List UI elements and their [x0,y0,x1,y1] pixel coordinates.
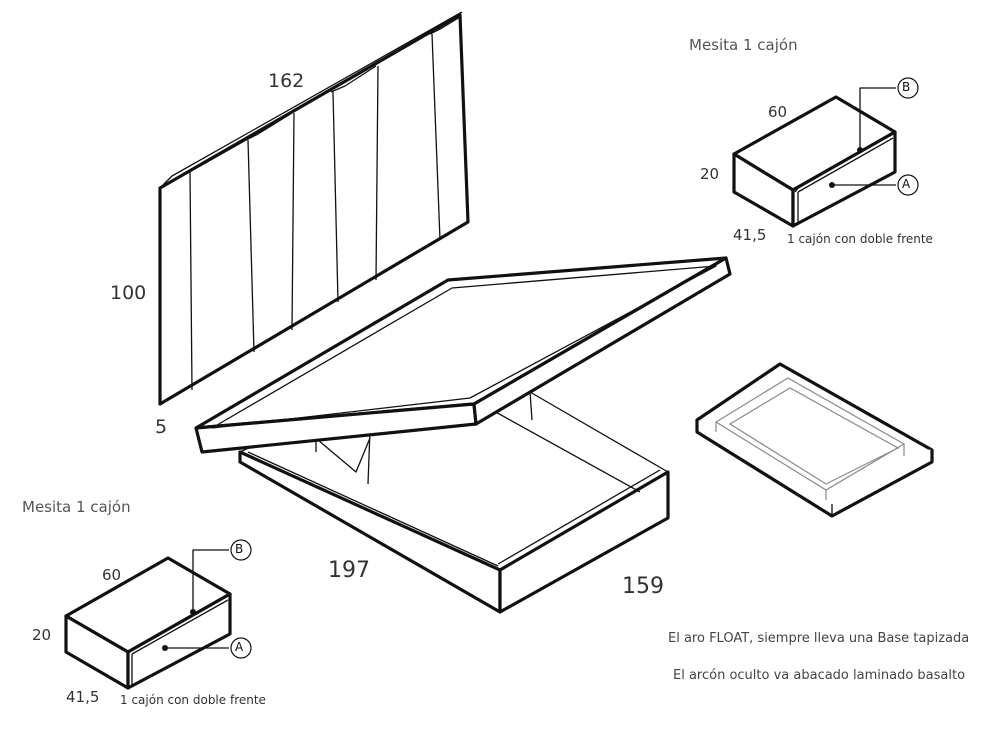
nightstand-bottom-title: Mesita 1 cajón [22,498,131,516]
nightstand-bottom-callout-a: A [235,640,244,654]
nightstand-top-callout-b: B [902,80,911,94]
bed-width-label: 159 [622,574,664,599]
headboard-drawing [158,11,470,406]
nightstand-bottom-width: 60 [102,566,122,584]
bed-length-label: 197 [328,558,370,583]
nightstand-top-width: 60 [768,103,788,121]
nightstand-top-height: 20 [700,165,720,183]
nightstand-top-caption: 1 cajón con doble frente [787,232,933,246]
nightstand-bottom-depth: 41,5 [66,688,100,706]
note-float-ring: El aro FLOAT, siempre lleva una Base tap… [668,631,970,646]
nightstand-top-drawing [732,77,919,228]
bed-base-drawing [238,391,670,614]
nightstand-bottom-drawing [64,539,252,690]
nightstand-bottom-callout-b: B [235,542,244,556]
nightstand-top-depth: 41,5 [733,226,767,244]
headboard-width-label: 162 [268,70,305,92]
note-hidden-chest: El arcón oculto va abacado laminado basa… [673,668,966,683]
headboard-depth-label: 5 [155,416,168,438]
nightstand-top-title: Mesita 1 cajón [689,36,798,54]
nightstand-bottom-caption: 1 cajón con doble frente [120,693,266,707]
tray-drawing [695,362,934,518]
headboard-height-label: 100 [110,282,147,304]
nightstand-bottom-height: 20 [32,626,52,644]
nightstand-top-callout-a: A [902,177,911,191]
bed-platform-drawing [194,256,732,454]
